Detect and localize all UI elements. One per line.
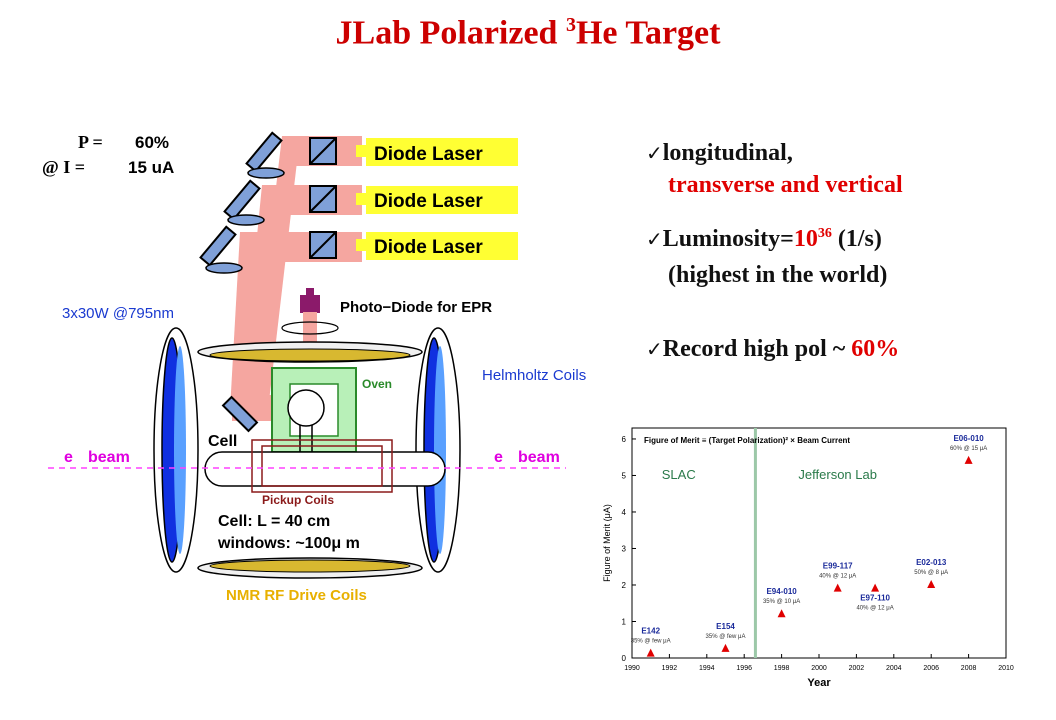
laser-3-label: Diode Laser [374,237,483,258]
region-label: SLAC [662,467,696,482]
y-axis-label: Figure of Merit (μA) [602,504,612,582]
bullet-luminosity: ✓Luminosity=1036 (1/s) [646,226,882,252]
photo-diode [281,288,339,348]
data-point-marker [833,583,842,592]
beam-right-label: beam [518,449,560,466]
check-icon: ✓ [646,337,663,361]
x-tick-label: 2004 [886,665,902,672]
target-cell [204,425,446,493]
x-tick-label: 2006 [923,665,939,672]
data-point-sub: 35% @ 10 μA [763,599,800,605]
chart-title: Figure of Merit ≡ (Target Polarization)²… [644,436,850,445]
page-title: JLab Polarized 3He Target [335,14,721,52]
check-icon: ✓ [646,141,663,165]
bullet-polarization-directions: ✓longitudinal, [646,140,793,166]
check-icon: ✓ [646,227,663,251]
x-tick-label: 2000 [811,665,827,672]
data-point-sub: 35% @ few μA [706,634,746,640]
data-point-sub: 60% @ 15 μA [950,446,987,452]
y-tick-label: 3 [622,544,627,553]
cell-length-label: Cell: L = 40 cm [218,513,330,530]
data-point-sub: 40% @ 12 μA [819,574,856,580]
x-tick-label: 2010 [998,665,1014,672]
x-tick-label: 2002 [849,665,865,672]
data-point-marker [927,579,936,588]
photo-diode-label: Photo−Diode for EPR [340,299,492,316]
figure-of-merit-chart: 1990 1992 1994 1996 1998 2000 2002 2004 2006 2008… [596,418,1020,714]
x-tick-label: 1992 [662,665,678,672]
data-point-name: E94-010 [766,587,797,596]
oven-label: Oven [362,377,392,391]
data-point-name: E02-013 [916,558,947,567]
laser-1-label: Diode Laser [374,144,483,165]
pickup-label: Pickup Coils [262,493,334,507]
nmr-label: NMR RF Drive Coils [226,587,367,604]
y-tick-label: 5 [622,471,627,480]
current-value: 15 uA [128,158,174,177]
polarizer-cubes [309,137,337,259]
helmholtz-label: Helmholtz Coils [482,367,586,384]
x-tick-label: 1996 [736,665,752,672]
data-point-sub: 40% @ 12 μA [856,606,893,612]
data-point-marker [721,643,730,652]
data-point-marker [646,648,655,657]
data-point-sub: 50% @ 8 μA [914,570,948,576]
data-point-name: E06-010 [953,434,984,443]
y-tick-label: 1 [622,617,627,626]
data-point-sub: 35% @ few μA [631,639,671,645]
data-point-marker [777,609,786,618]
bullet-record-pol: ✓Record high pol ~ 60% [646,336,900,362]
fom-svg: 1990 1992 1994 1996 1998 2000 2002 2004 2006 2008… [602,427,1014,689]
bullet-directions-line2: transverse and vertical [668,172,903,198]
laser-2-label: Diode Laser [374,191,483,212]
x-axis-label: Year [807,677,831,689]
region-label: Jefferson Lab [798,467,877,482]
x-tick-label: 1998 [774,665,790,672]
helmholtz-coils [153,327,461,579]
cell-label: Cell [208,433,237,450]
data-point-marker [871,583,880,592]
bullet-luminosity-line2: (highest in the world) [668,262,888,288]
diode-lasers: Diode Laser Diode Laser Diode Laser [356,138,518,260]
x-tick-label: 1994 [699,665,715,672]
beam-left-label: beam [88,449,130,466]
data-point-name: E142 [641,627,660,636]
pol-label: P = [78,132,103,152]
y-tick-label: 2 [622,581,627,590]
x-tick-label: 1990 [624,665,640,672]
laser-power-label: 3x30W @795nm [62,305,174,322]
pol-value: 60% [135,133,169,152]
current-label: @ I = [42,157,85,177]
oven [271,367,357,453]
windows-label: windows: ~100μ m [217,535,360,552]
y-tick-label: 0 [622,654,627,663]
beam-left-e: e [64,449,73,466]
plot-frame [631,427,1007,659]
beam-right-e: e [494,449,503,466]
mirrors [199,131,285,433]
x-tick-label: 2008 [961,665,977,672]
y-tick-label: 4 [622,508,627,517]
target-apparatus-diagram: P = 60% @ I = 15 uA Diode Laser Di [42,131,586,604]
y-tick-label: 6 [622,435,627,444]
data-point-marker [964,455,973,464]
data-point-name: E97-110 [860,594,890,603]
data-point-name: E154 [716,622,735,631]
data-point-name: E99-117 [823,562,853,571]
